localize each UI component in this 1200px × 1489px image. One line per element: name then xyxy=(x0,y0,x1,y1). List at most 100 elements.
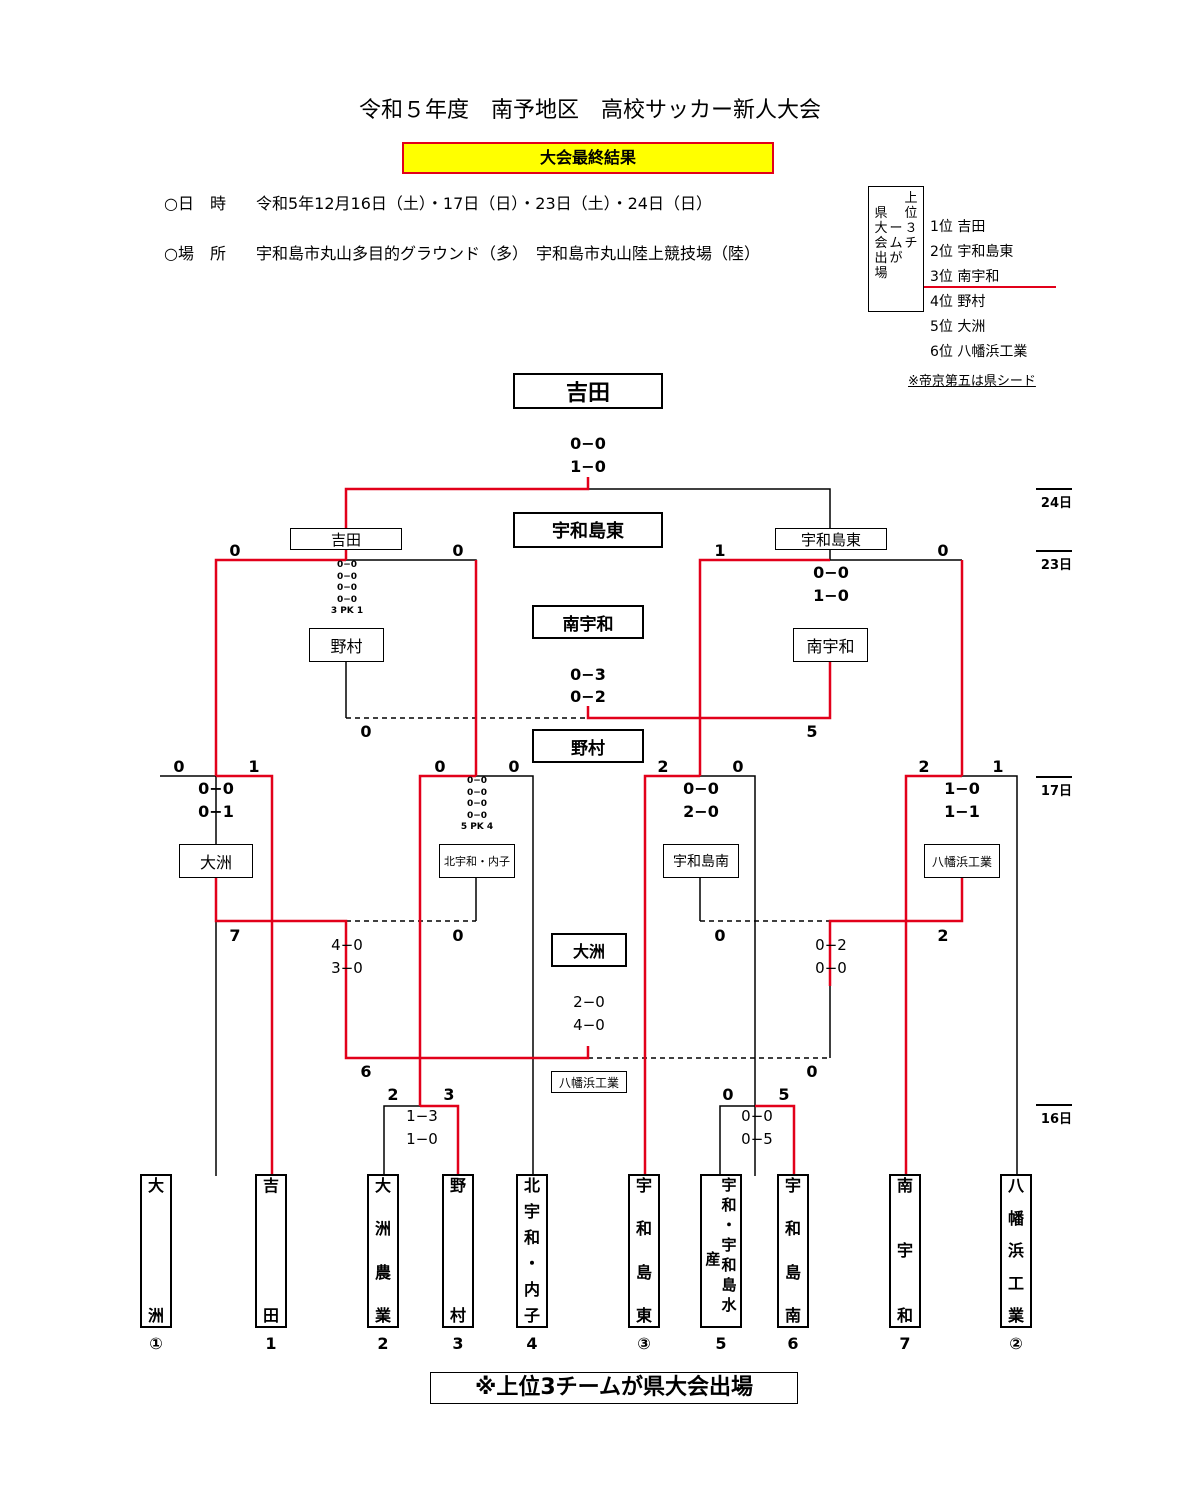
date-value: 令和5年12月16日（土）・17日（日）・23日（土）・24日（日） xyxy=(256,194,712,213)
footer-note: ※上位3チームが県大会出場 xyxy=(430,1372,798,1404)
champion-box: 吉田 xyxy=(513,373,663,409)
team-num-uwajima-higashi: ③ xyxy=(637,1334,651,1353)
qf1-detail-1: 0−0 xyxy=(198,779,234,798)
team-box-ozu: 大洲 xyxy=(140,1174,172,1328)
qf4-goals-2: 1 xyxy=(992,757,1004,776)
venue-label: ○場 所 xyxy=(164,244,226,263)
cons-left-detail-1: 4−0 xyxy=(331,936,363,954)
qf1-goals-2: 1 xyxy=(248,757,260,776)
team-num-yawatahama-kogyo: ② xyxy=(1009,1334,1023,1353)
bracket-final-winner xyxy=(344,477,590,560)
rank-4: 4位 野村 xyxy=(930,294,986,310)
team-box-ozu-nogyo: 大洲農業 xyxy=(367,1174,399,1328)
team-box-uwa-uwajima-suisan: 宇和・宇和島水 産 xyxy=(700,1174,742,1328)
third-score-2: 0−2 xyxy=(570,687,606,706)
team-num-yoshida: 1 xyxy=(265,1334,277,1353)
team-box-uwa-uwajima-suisan-cols: 宇和・宇和島水 産 xyxy=(705,1176,737,1314)
page-title: 令和５年度 南予地区 高校サッカー新人大会 xyxy=(358,98,821,123)
r1-left-goals-1: 2 xyxy=(387,1085,399,1104)
sf-right-detail-1: 0−0 xyxy=(813,563,849,582)
cons-right-goals-1: 0 xyxy=(714,926,726,945)
qf4-loser-box: 八幡浜工業 xyxy=(924,844,1000,878)
third-place-box: 南宇和 xyxy=(532,605,644,639)
bracket-r1-right-winner xyxy=(755,1104,796,1176)
bracket-r1-right-left xyxy=(719,1105,755,1176)
cons-right-detail-1: 0−2 xyxy=(815,936,847,954)
bracket-sf-right-winner xyxy=(698,558,830,776)
day-24: 24日 xyxy=(1036,488,1072,511)
bracket-cons-left-winner xyxy=(214,878,348,986)
cons-right-detail-2: 0−0 xyxy=(815,959,847,977)
sf-left-loser-box: 野村 xyxy=(309,628,384,662)
bracket-third-winner xyxy=(586,662,832,720)
cons-left-goals-1: 7 xyxy=(229,926,241,945)
runner-up-box: 宇和島東 xyxy=(513,512,663,548)
qf4-goals-1: 2 xyxy=(918,757,930,776)
qualify-col-1: 上 位 ３ チ xyxy=(904,191,918,251)
team-num-ozu-nogyo: 2 xyxy=(377,1334,389,1353)
team-num-uwajima-minami: 6 xyxy=(787,1334,799,1353)
date-label: ○日 時 xyxy=(164,194,226,213)
sf-right-goals-2: 0 xyxy=(937,541,949,560)
qualify-note-box: 上 位 ３ チ ー ム が 県 大 会 出 場 xyxy=(868,186,924,312)
sf-right-loser-box: 南宇和 xyxy=(793,628,868,662)
fifth-goals-left: 6 xyxy=(360,1062,372,1081)
bracket-qf3-winner xyxy=(643,774,700,1176)
qf1-goals-1: 0 xyxy=(173,757,185,776)
sf-right-detail-2: 1−0 xyxy=(813,586,849,605)
bracket-qf2-winner xyxy=(418,774,476,1106)
team-box-kitauwa-uchiko: 北宇和・内子 xyxy=(516,1174,548,1328)
third-goals-left: 0 xyxy=(360,722,372,741)
sf-left-goals-2: 0 xyxy=(452,541,464,560)
cons-left-detail-2: 3−0 xyxy=(331,959,363,977)
bracket-cons-right-winner xyxy=(828,878,964,986)
team-box-yoshida: 吉田 xyxy=(255,1174,287,1328)
qf3-goals-2: 0 xyxy=(732,757,744,776)
qf2-goals-1: 0 xyxy=(434,757,446,776)
day-23: 23日 xyxy=(1036,550,1072,573)
rank-3: 3位 南宇和 xyxy=(930,269,1000,285)
qf3-detail-2: 2−0 xyxy=(683,802,719,821)
rank-5: 5位 大洲 xyxy=(930,319,986,335)
venue-value: 宇和島市丸山多目的グラウンド（多） 宇和島市丸山陸上競技場（陸） xyxy=(256,244,761,263)
bracket-sf-left-winner xyxy=(214,558,346,776)
bracket-r1-left-winner xyxy=(420,1104,460,1176)
fifth-place-box: 大洲 xyxy=(551,933,627,967)
final-score-1: 0−0 xyxy=(570,434,606,453)
fifth-score-1: 2−0 xyxy=(573,993,605,1011)
r1-right-goals-2: 5 xyxy=(778,1085,790,1104)
team-num-ozu: ① xyxy=(149,1334,163,1353)
bracket-qf4-right xyxy=(962,775,1018,1176)
r1-right-goals-1: 0 xyxy=(722,1085,734,1104)
team-box-yawatahama-kogyo: 八幡浜工業 xyxy=(1000,1174,1032,1328)
third-score-1: 0−3 xyxy=(570,665,606,684)
qualify-col-3: 県 大 会 出 場 xyxy=(874,206,888,281)
bracket-qf1-winner xyxy=(216,774,274,1176)
qf3-detail-1: 0−0 xyxy=(683,779,719,798)
sf-right-winner-box: 宇和島東 xyxy=(775,528,887,550)
qf1-detail-2: 0−1 xyxy=(198,802,234,821)
r1-left-goals-2: 3 xyxy=(443,1085,455,1104)
rank-2: 2位 宇和島東 xyxy=(930,244,1014,260)
bracket-r1-left-left xyxy=(383,1105,420,1176)
qf3-loser-box: 宇和島南 xyxy=(663,844,739,878)
cons-right-goals-2: 2 xyxy=(937,926,949,945)
qf1-loser-box: 大洲 xyxy=(179,844,253,878)
r1-right-detail-1: 0−0 xyxy=(741,1107,773,1125)
sf-left-goals-1: 0 xyxy=(229,541,241,560)
fifth-score-2: 4−0 xyxy=(573,1016,605,1034)
third-goals-right: 5 xyxy=(806,722,818,741)
team-num-minamiuwa: 7 xyxy=(899,1334,911,1353)
team-num-uwa-uwajima-suisan: 5 xyxy=(715,1334,727,1353)
bracket-qf4-winner xyxy=(904,774,962,1176)
qf4-detail-1: 1−0 xyxy=(944,779,980,798)
fifth-goals-right: 0 xyxy=(806,1062,818,1081)
bracket-fifth-winner xyxy=(344,986,590,1060)
team-num-kitauwa-uchiko: 4 xyxy=(526,1334,538,1353)
final-score-2: 1−0 xyxy=(570,457,606,476)
team-box-uwajima-minami: 宇和島南 xyxy=(777,1174,809,1328)
rank-1: 1位 吉田 xyxy=(930,219,986,235)
final-results-banner: 大会最終結果 xyxy=(402,142,774,174)
